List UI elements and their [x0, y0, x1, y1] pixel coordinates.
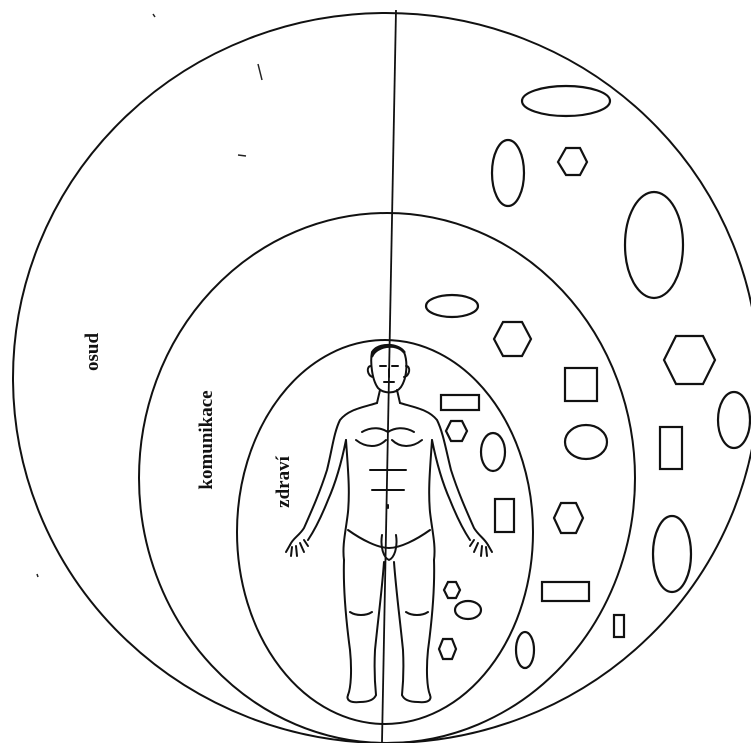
rectangle-shape — [441, 395, 479, 410]
ellipse-shape — [481, 433, 505, 471]
hexagon-shape — [664, 336, 715, 384]
ellipse-shape — [625, 192, 683, 298]
ellipse-shape — [718, 392, 750, 448]
rectangle-shape — [542, 582, 589, 601]
outer-circle-label: osud — [82, 333, 103, 371]
hexagon-shape — [444, 582, 460, 598]
ellipse-shape — [565, 425, 607, 459]
hexagon-shape — [439, 639, 456, 659]
inner-zone-shapes — [439, 395, 514, 659]
hexagon-shape — [494, 322, 531, 356]
hexagon-shape — [554, 503, 583, 533]
outer-zone-shapes — [492, 86, 750, 637]
inner-ellipse — [237, 340, 533, 724]
ellipse-shape — [492, 140, 524, 206]
ellipse-shape — [522, 86, 610, 116]
rectangle-shape — [495, 499, 514, 532]
rectangle-shape — [614, 615, 624, 637]
middle-zone-shapes — [426, 295, 607, 668]
hexagon-shape — [446, 421, 467, 441]
hexagon-shape — [558, 148, 587, 175]
outer-circle — [13, 13, 751, 743]
ellipse-shape — [426, 295, 478, 317]
ellipse-shape — [455, 601, 481, 619]
ellipse-shape — [653, 516, 691, 592]
middle-circle-label: komunikace — [196, 390, 217, 489]
inner-ellipse-label: zdraví — [273, 455, 294, 507]
scan-specks — [37, 14, 262, 577]
ellipse-shape — [516, 632, 534, 668]
rectangle-shape — [565, 368, 597, 401]
rectangle-shape — [660, 427, 682, 469]
